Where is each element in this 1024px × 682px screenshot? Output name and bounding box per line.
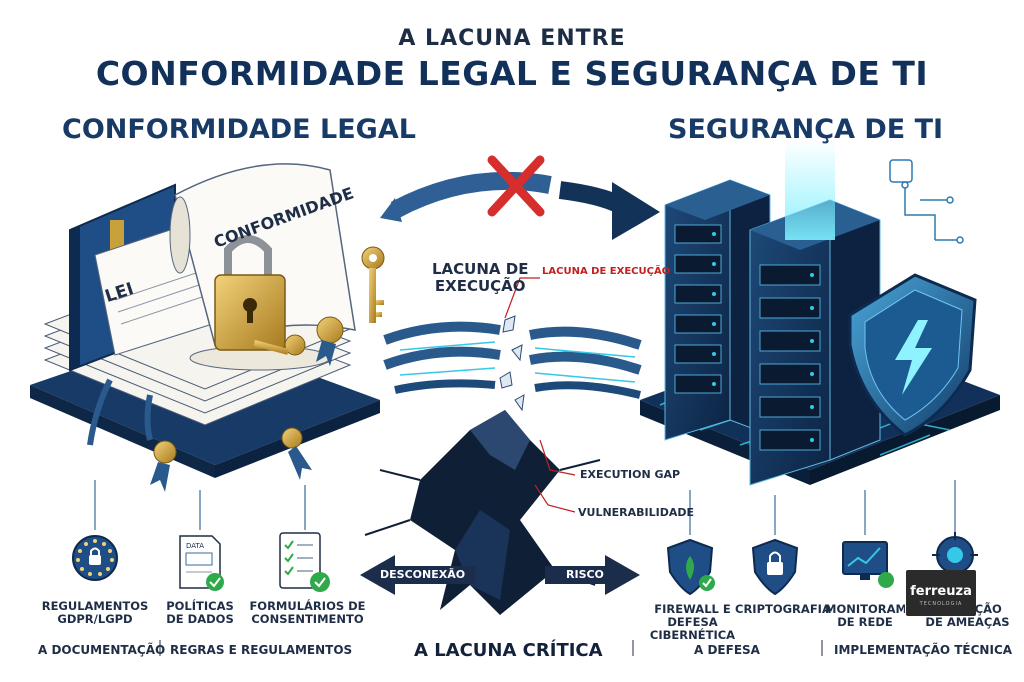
- broken-bridge: [383, 315, 642, 412]
- item-label-regulamentos: REGULAMENTOS GDPR/LGPD: [41, 599, 149, 626]
- padlock-icon: [214, 235, 306, 356]
- svg-text:DATA: DATA: [186, 542, 204, 550]
- item-label-criptografia: CRIPTOGRAFIA: [735, 602, 831, 616]
- lock-shield-icon: [751, 538, 799, 596]
- section-implementacao: IMPLEMENTAÇÃO TÉCNICA: [834, 643, 1013, 657]
- section-regras: REGRAS E REGULAMENTOS: [170, 643, 353, 657]
- supertitle: A LACUNA ENTRE: [398, 26, 626, 51]
- callout-execution-gap: EXECUTION GAP: [580, 468, 681, 481]
- monitor-chart-icon: [842, 541, 894, 588]
- ferreuza-logo: ferreuza TECNOLOGIA: [906, 570, 976, 616]
- item-label-politicas: POLÍTICAS DE DADOS: [166, 599, 234, 626]
- key-icon: [361, 246, 385, 323]
- item-label-monitoramento: MONITORAMENTO DE REDE: [825, 603, 905, 629]
- data-document-icon: DATA: [179, 535, 224, 591]
- arrow-right-label: RISCO: [566, 568, 604, 581]
- section-defesa: A DEFESA: [694, 643, 760, 657]
- arrow-left-label: DESCONEXÃO: [380, 568, 466, 581]
- firewall-shield-icon: [666, 538, 715, 596]
- critical-gap-title: A LACUNA CRÍTICA: [414, 640, 603, 661]
- seal-badge-icon: [150, 316, 344, 492]
- red-x-icon: [487, 155, 545, 217]
- double-arrow: [360, 555, 640, 595]
- ground-crack: [364, 410, 601, 615]
- callout-red: LACUNA DE EXECUÇÃO: [542, 266, 671, 277]
- legal-documents-illustration: [30, 163, 385, 492]
- left-heading: CONFORMIDADE LEGAL: [62, 114, 416, 145]
- gap-title: LACUNA DE EXECUÇÃO: [432, 260, 529, 295]
- data-beam: [785, 140, 835, 240]
- checklist-icon: [279, 532, 330, 592]
- threat-detection-icon: [932, 532, 978, 578]
- server-racks-illustration: [640, 140, 1000, 486]
- item-label-formularios: FORMULÁRIOS DE CONSENTIMENTO: [249, 599, 366, 626]
- main-title: CONFORMIDADE LEGAL E SEGURANÇA DE TI: [95, 54, 929, 93]
- right-heading: SEGURANÇA DE TI: [668, 114, 944, 145]
- item-label-firewall: FIREWALL E DEFESA CIBERNÉTICA: [649, 602, 736, 642]
- security-shield-icon: [848, 273, 977, 437]
- section-documentacao: A DOCUMENTAÇÃO: [38, 643, 166, 657]
- broken-connection-arrow: [380, 155, 660, 240]
- eu-regulation-icon: [72, 535, 118, 581]
- circuit-icon: [889, 159, 964, 244]
- callout-vulnerabilidade: VULNERABILIDADE: [578, 506, 695, 519]
